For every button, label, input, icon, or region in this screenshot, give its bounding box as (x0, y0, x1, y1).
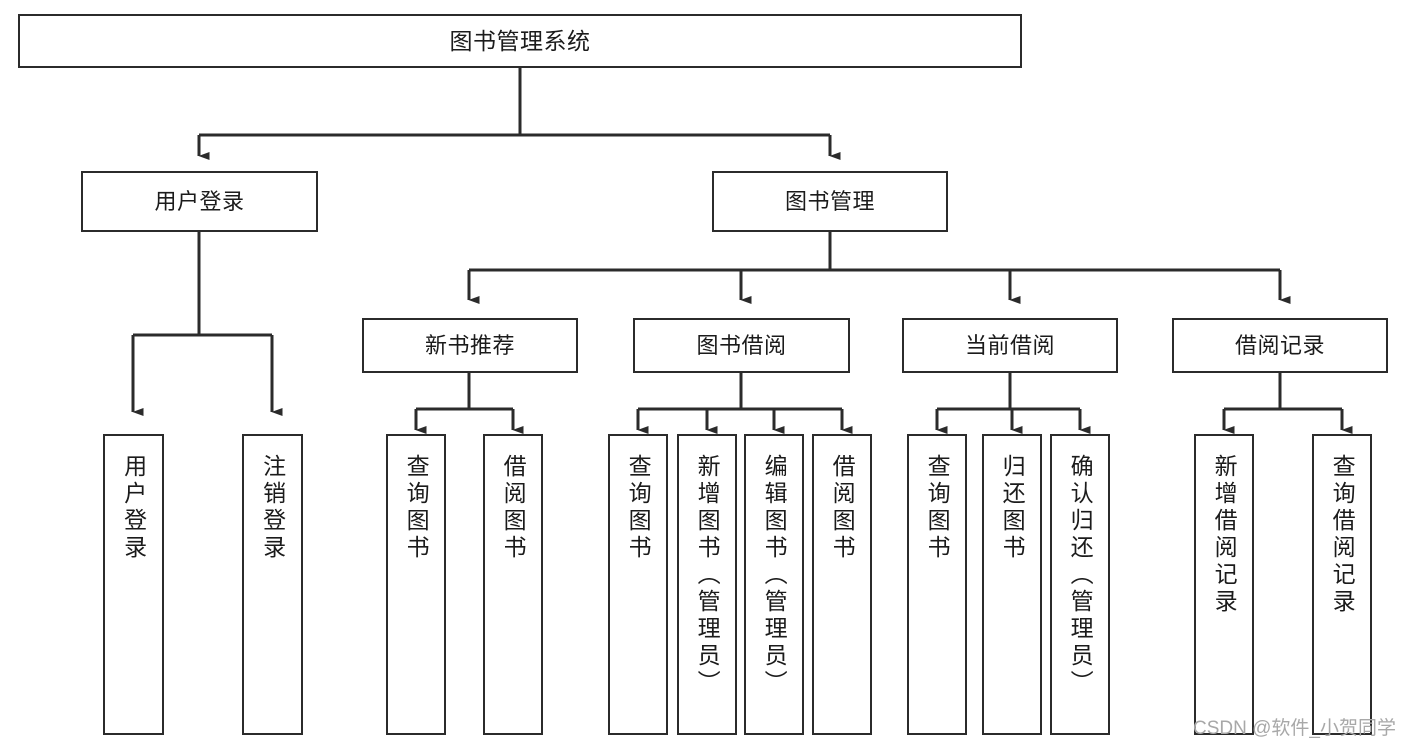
node-leaf-user-login[interactable]: 用户登录 (103, 434, 164, 735)
node-leaf-recommend-query-book[interactable]: 查询图书 (386, 434, 446, 735)
node-new-book-recommend-label: 新书推荐 (424, 332, 515, 358)
node-leaf-recommend-query-book-label: 查询图书 (403, 454, 430, 562)
node-leaf-return-book[interactable]: 归还图书 (982, 434, 1042, 735)
node-leaf-borrow-query-book[interactable]: 查询图书 (608, 434, 668, 735)
node-leaf-query-borrow-record-label: 查询借阅记录 (1329, 454, 1356, 616)
node-leaf-user-login-label: 用户登录 (120, 454, 147, 562)
node-user-login[interactable]: 用户登录 (81, 171, 318, 232)
node-leaf-recommend-borrow-book[interactable]: 借阅图书 (483, 434, 543, 735)
node-leaf-recommend-borrow-book-label: 借阅图书 (500, 454, 527, 562)
node-leaf-add-book[interactable]: 新增图书（管理员） (677, 434, 737, 735)
node-borrow-record[interactable]: 借阅记录 (1172, 318, 1388, 373)
node-leaf-return-book-label: 归还图书 (999, 454, 1026, 562)
node-current-borrow-label: 当前借阅 (964, 332, 1055, 358)
node-current-borrow[interactable]: 当前借阅 (902, 318, 1118, 373)
node-leaf-logout[interactable]: 注销登录 (242, 434, 303, 735)
node-leaf-logout-label: 注销登录 (259, 454, 286, 562)
node-borrow-record-label: 借阅记录 (1234, 332, 1325, 358)
node-book-manage-label: 图书管理 (784, 188, 875, 214)
node-root[interactable]: 图书管理系统 (18, 14, 1022, 68)
node-book-borrow-label: 图书借阅 (696, 332, 787, 358)
node-root-label: 图书管理系统 (449, 27, 591, 54)
node-book-manage[interactable]: 图书管理 (712, 171, 948, 232)
node-leaf-confirm-return[interactable]: 确认归还（管理员） (1050, 434, 1110, 735)
node-book-borrow[interactable]: 图书借阅 (633, 318, 850, 373)
node-leaf-borrow-query-book-label: 查询图书 (625, 454, 652, 562)
node-new-book-recommend[interactable]: 新书推荐 (362, 318, 578, 373)
node-leaf-query-borrow-record[interactable]: 查询借阅记录 (1312, 434, 1372, 735)
node-leaf-current-query-book[interactable]: 查询图书 (907, 434, 967, 735)
node-leaf-borrow-book-label: 借阅图书 (829, 454, 856, 562)
node-leaf-edit-book-label: 编辑图书（管理员） (761, 454, 788, 697)
node-user-login-label: 用户登录 (154, 188, 245, 214)
node-leaf-confirm-return-label: 确认归还（管理员） (1067, 454, 1094, 697)
csdn-watermark: CSDN @软件_小贺同学 (1193, 718, 1396, 739)
node-leaf-add-borrow-record[interactable]: 新增借阅记录 (1194, 434, 1254, 735)
node-leaf-current-query-book-label: 查询图书 (924, 454, 951, 562)
node-leaf-borrow-book[interactable]: 借阅图书 (812, 434, 872, 735)
node-leaf-add-book-label: 新增图书（管理员） (694, 454, 721, 697)
node-leaf-add-borrow-record-label: 新增借阅记录 (1211, 454, 1238, 616)
node-leaf-edit-book[interactable]: 编辑图书（管理员） (744, 434, 804, 735)
